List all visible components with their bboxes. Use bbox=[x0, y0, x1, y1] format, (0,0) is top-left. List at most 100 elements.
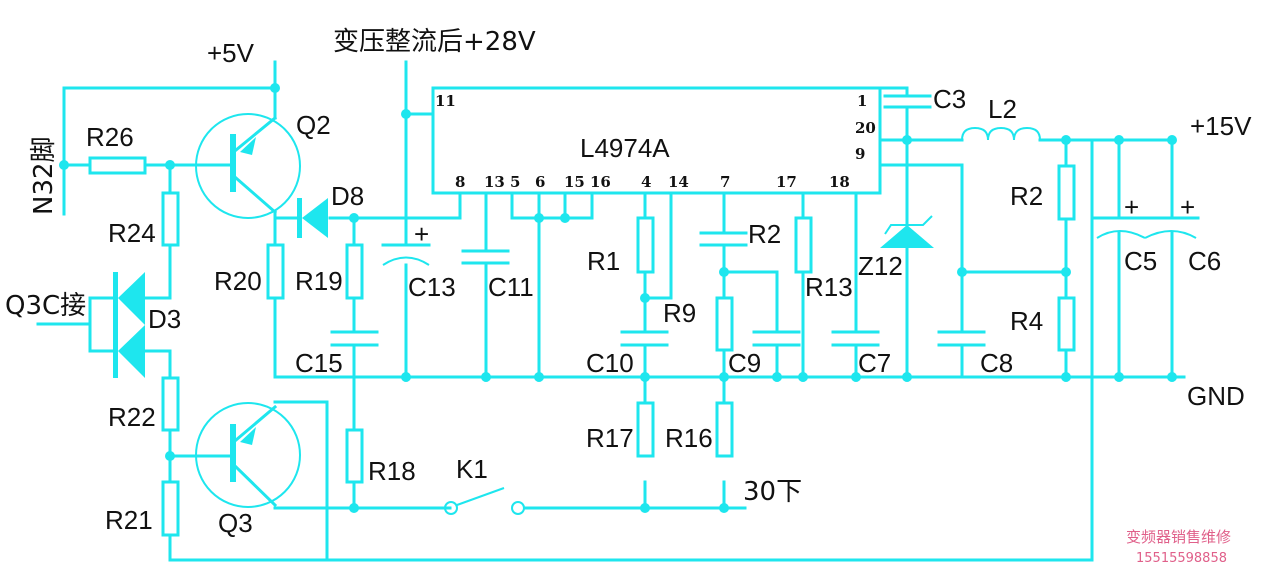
junction-dot bbox=[957, 267, 967, 277]
polarity-plus-c5: + bbox=[1124, 192, 1139, 222]
diode-d8 bbox=[297, 198, 328, 238]
resistor-r1 bbox=[636, 216, 655, 274]
label-r18: R18 bbox=[368, 456, 416, 486]
ic-pin-label: 20 bbox=[855, 119, 876, 137]
label-r9: R9 bbox=[663, 298, 696, 328]
transistor-q3-bar bbox=[230, 424, 236, 482]
junction-dot bbox=[1114, 372, 1124, 382]
junctions bbox=[59, 83, 1177, 513]
resistor-r4 bbox=[1057, 296, 1076, 352]
resistor-r22 bbox=[161, 376, 180, 432]
transistor-q3-arrow-icon bbox=[240, 427, 256, 445]
watermark: 变频器销售维修 15515598858 bbox=[1126, 528, 1231, 566]
ic-pin-label: 1 bbox=[857, 92, 867, 110]
zener-z12-bar bbox=[884, 215, 933, 235]
resistor-r19 bbox=[345, 243, 364, 300]
diode-d8-triangle-icon bbox=[302, 198, 328, 238]
resistor-r16 bbox=[715, 401, 734, 458]
capacitor-r2-top bbox=[699, 231, 748, 247]
ic-pin-label: 15 bbox=[564, 173, 585, 191]
label-r2: R2 bbox=[1010, 181, 1043, 211]
junction-dot bbox=[772, 372, 782, 382]
junction-dot bbox=[270, 83, 280, 93]
label-r20: R20 bbox=[214, 266, 262, 296]
label-c15: C15 bbox=[295, 348, 343, 378]
polarity-plus-c13: + bbox=[414, 219, 429, 249]
transistor-q3-emitter bbox=[233, 404, 278, 443]
label-r22: R22 bbox=[108, 402, 156, 432]
ic-pin-label: 11 bbox=[435, 92, 456, 110]
junction-dot bbox=[165, 451, 175, 461]
ic-l4974a: L4974A 11 8 13 5 6 15 16 4 14 7 17 18 1 … bbox=[431, 86, 882, 195]
junction-dot bbox=[165, 160, 175, 170]
junction-dot bbox=[1061, 372, 1071, 382]
wire-d8 bbox=[273, 191, 462, 220]
transistor-q2 bbox=[195, 113, 301, 219]
label-r24: R24 bbox=[108, 218, 156, 248]
wire-r2-r4 bbox=[960, 138, 1068, 379]
ic-name: L4974A bbox=[580, 133, 670, 163]
junction-dot bbox=[640, 503, 650, 513]
watermark-title: 变频器销售维修 bbox=[1126, 528, 1231, 546]
capacitors bbox=[330, 94, 1197, 347]
ic-pin-label: 8 bbox=[455, 173, 465, 191]
wire-q3-emitter bbox=[273, 400, 329, 562]
ic-pin-label: 6 bbox=[535, 173, 545, 191]
net-label-28v: 变压整流后+28V bbox=[333, 27, 536, 57]
ic-pin-label: 16 bbox=[590, 173, 611, 191]
resistor-r2 bbox=[1057, 164, 1076, 221]
labels: +5V 变压整流后+28V +15V GND N32脚 Q3C接 30下 R26… bbox=[5, 27, 1252, 538]
wire-pin1-c3 bbox=[878, 86, 909, 98]
capacitor-c8 bbox=[937, 330, 986, 347]
label-c10: C10 bbox=[586, 348, 634, 378]
junction-dot bbox=[401, 372, 411, 382]
junction-dot bbox=[719, 267, 729, 277]
ic-pin-label: 4 bbox=[641, 173, 651, 191]
net-label-15v: +15V bbox=[1190, 111, 1252, 141]
junction-dot bbox=[1061, 135, 1071, 145]
zener-z12 bbox=[880, 215, 934, 248]
polarity-plus-c6: + bbox=[1180, 192, 1195, 222]
junction-dot bbox=[59, 160, 69, 170]
net-label-q3c: Q3C接 bbox=[5, 291, 86, 321]
junction-dot bbox=[481, 372, 491, 382]
junction-dot bbox=[640, 372, 650, 382]
junction-dot bbox=[640, 293, 650, 303]
resistors bbox=[88, 156, 1076, 537]
label-c11: C11 bbox=[488, 272, 534, 302]
net-label-n32: N32脚 bbox=[29, 136, 59, 215]
junction-dot bbox=[1061, 267, 1071, 277]
transistor-q3-body bbox=[195, 402, 301, 508]
junction-dot bbox=[1114, 135, 1124, 145]
wire-d3-r22 bbox=[143, 349, 172, 380]
ic-pin-label: 14 bbox=[668, 173, 689, 191]
switch-k1 bbox=[444, 487, 525, 515]
label-k1: K1 bbox=[456, 454, 488, 484]
capacitor-c6-curve bbox=[1144, 230, 1197, 239]
junction-dot bbox=[534, 213, 544, 223]
ic-pin-label: 5 bbox=[510, 173, 520, 191]
capacitor-c15 bbox=[330, 330, 379, 347]
capacitor-c5-curve bbox=[1096, 230, 1146, 239]
resistor-c9-series bbox=[715, 296, 734, 352]
label-c3: C3 bbox=[933, 84, 966, 114]
diode-d3b-triangle-icon bbox=[118, 325, 145, 378]
capacitor-c7 bbox=[831, 330, 880, 347]
net-label-5v: +5V bbox=[207, 38, 255, 68]
label-r13: R13 bbox=[805, 272, 853, 302]
watermark-phone: 15515598858 bbox=[1136, 551, 1227, 566]
label-l2: L2 bbox=[988, 94, 1017, 124]
diode-d3a-bar bbox=[113, 272, 118, 325]
wire-r24-d3 bbox=[143, 243, 172, 300]
label-c9: C9 bbox=[728, 348, 761, 378]
wire-5v-feed bbox=[62, 60, 277, 167]
resistor-r17 bbox=[636, 401, 655, 458]
resistor-r13 bbox=[794, 216, 813, 274]
diode-d3 bbox=[113, 272, 145, 378]
switch-k1-lever bbox=[456, 487, 505, 506]
transistor-q3-collector bbox=[233, 464, 278, 508]
capacitor-c3 bbox=[883, 94, 932, 109]
switch-k1-contact-left bbox=[444, 501, 458, 515]
ic-pin-label: 13 bbox=[484, 173, 505, 191]
